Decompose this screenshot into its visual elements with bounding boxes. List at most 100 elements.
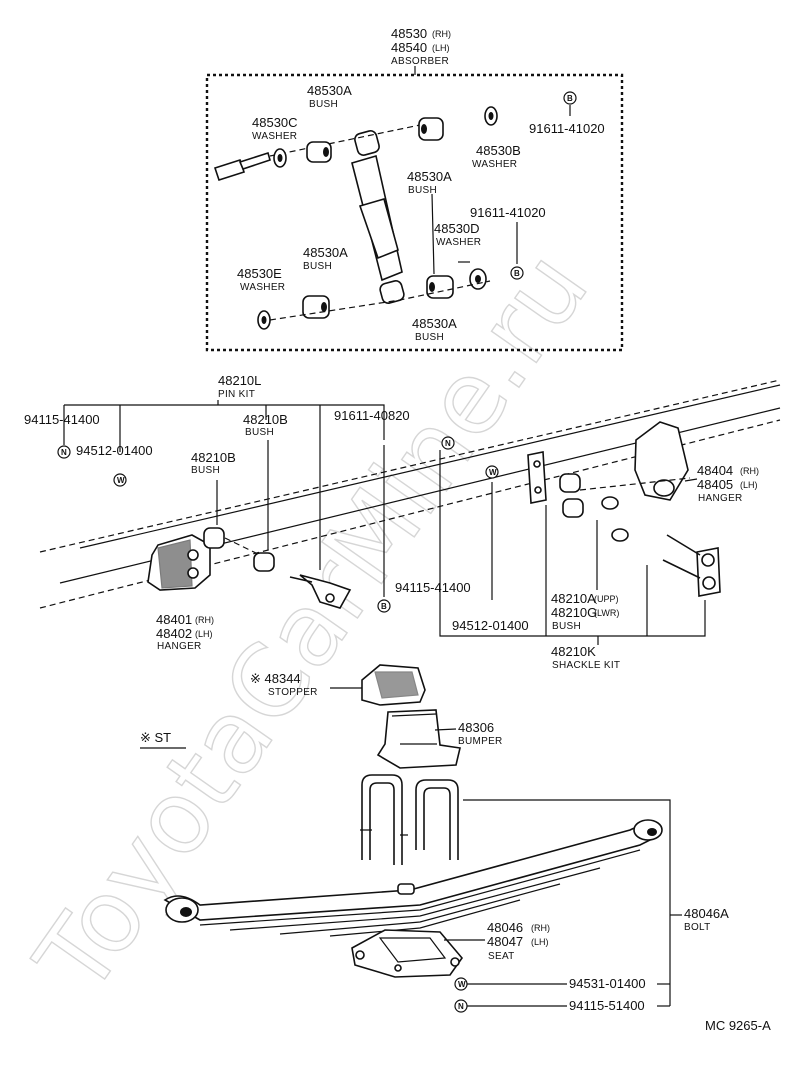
label-48210G: 48210G(LWR): [551, 605, 619, 620]
label-94512-01400-right: 94512-01400: [452, 618, 529, 633]
svg-text:(UPP): (UPP): [594, 594, 619, 604]
washer-symbol-icon: W: [454, 977, 468, 991]
svg-text:48530D: 48530D: [434, 221, 480, 236]
svg-text:WASHER: WASHER: [240, 282, 285, 293]
bush-icon: [559, 473, 581, 493]
svg-text:48530: 48530: [391, 26, 427, 41]
svg-text:48210K: 48210K: [551, 644, 596, 659]
bolt-symbol-icon: B: [377, 599, 391, 613]
svg-text:48530E: 48530E: [237, 266, 282, 281]
shackle-plate-icon: [527, 451, 547, 504]
washer-icon: [601, 496, 619, 510]
svg-text:48530A: 48530A: [407, 169, 452, 184]
label-91611-41020-a: 91611-41020: [529, 121, 605, 136]
bush-icon: [253, 552, 275, 572]
svg-text:SHACKLE KIT: SHACKLE KIT: [552, 660, 620, 671]
washer-icon: [257, 310, 271, 330]
svg-text:48530A: 48530A: [307, 83, 352, 98]
svg-text:48046: 48046: [487, 920, 523, 935]
label-94512-01400-left: 94512-01400: [76, 443, 153, 458]
svg-text:91611-41020: 91611-41020: [529, 121, 605, 136]
washer-icon: [469, 268, 487, 290]
svg-text:(LH): (LH): [740, 480, 758, 490]
label-48401: 48401(RH): [156, 612, 214, 627]
svg-text:B: B: [514, 269, 520, 278]
washer-icon: [611, 528, 629, 542]
svg-text:48530A: 48530A: [412, 316, 457, 331]
absorber-group-box: [205, 73, 624, 352]
label-48402: 48402(LH): [156, 626, 213, 641]
svg-text:BUSH: BUSH: [245, 427, 274, 438]
u-bolt-icon: [360, 774, 408, 865]
svg-text:W: W: [117, 476, 125, 485]
bolt-icon: [289, 574, 352, 609]
hanger-bracket-icon: [147, 527, 225, 591]
shackle-plate-icon: [662, 534, 721, 597]
label-seat-desc: SEAT: [488, 951, 515, 962]
svg-text:94115-41400: 94115-41400: [395, 580, 471, 595]
label-94115-51400: 94115-51400: [569, 998, 645, 1013]
washer-icon: [273, 148, 287, 168]
label-94115-41400-left: 94115-41400: [24, 412, 100, 427]
svg-text:(LH): (LH): [432, 43, 450, 53]
svg-text:BUMPER: BUMPER: [458, 736, 503, 747]
label-91611-40820: 91611-40820: [334, 408, 410, 423]
svg-text:48210B: 48210B: [191, 450, 236, 465]
label-91611-41020-b: 91611-41020: [470, 205, 546, 220]
svg-text:ABSORBER: ABSORBER: [391, 56, 449, 67]
svg-text:(LWR): (LWR): [594, 608, 619, 618]
svg-text:94115-51400: 94115-51400: [569, 998, 645, 1013]
u-bolt-icon: [415, 779, 459, 860]
svg-text:B: B: [381, 602, 387, 611]
bush-icon: [562, 498, 584, 518]
bush-icon: [302, 295, 330, 319]
label-48405: 48405 (LH): [697, 477, 758, 492]
svg-text:(RH): (RH): [531, 923, 550, 933]
svg-text:48210A: 48210A: [551, 591, 596, 606]
svg-text:94531-01400: 94531-01400: [569, 976, 646, 991]
svg-text:48404: 48404: [697, 463, 733, 478]
svg-text:(LH): (LH): [531, 937, 549, 947]
svg-text:94512-01400: 94512-01400: [76, 443, 153, 458]
svg-text:BUSH: BUSH: [415, 332, 444, 343]
svg-text:48405: 48405: [697, 477, 733, 492]
nut-symbol-icon: N: [57, 445, 71, 459]
bush-icon: [418, 117, 444, 141]
bolt-symbol-icon: B: [510, 266, 524, 280]
svg-text:W: W: [458, 980, 466, 989]
svg-text:BUSH: BUSH: [191, 465, 220, 476]
svg-text:94115-41400: 94115-41400: [24, 412, 100, 427]
svg-text:48210L: 48210L: [218, 373, 261, 388]
leaf-spring-icon: [163, 819, 663, 937]
svg-text:(RH): (RH): [432, 29, 451, 39]
washer-symbol-icon: W: [113, 473, 127, 487]
svg-text:BUSH: BUSH: [408, 185, 437, 196]
label-48046: 48046 (RH): [487, 920, 550, 935]
svg-text:(RH): (RH): [740, 466, 759, 476]
svg-text:91611-41020: 91611-41020: [470, 205, 546, 220]
bumper-icon: [376, 709, 461, 769]
label-front-hanger-desc: HANGER: [157, 641, 202, 652]
svg-text:48306: 48306: [458, 720, 494, 735]
svg-text:W: W: [489, 468, 497, 477]
stopper-icon: [361, 664, 426, 706]
label-48404: 48404 (RH): [697, 463, 759, 478]
svg-text:91611-40820: 91611-40820: [334, 408, 410, 423]
svg-text:48210G: 48210G: [551, 605, 597, 620]
svg-text:N: N: [61, 448, 67, 457]
shock-absorber-icon: [351, 130, 405, 304]
washer-symbol-icon: W: [485, 465, 499, 479]
label-94531-01400: 94531-01400: [569, 976, 646, 991]
svg-text:※ 48344: ※ 48344: [250, 671, 301, 686]
bolt-icon: [213, 124, 421, 182]
label-rear-hanger-desc: HANGER: [698, 493, 743, 504]
